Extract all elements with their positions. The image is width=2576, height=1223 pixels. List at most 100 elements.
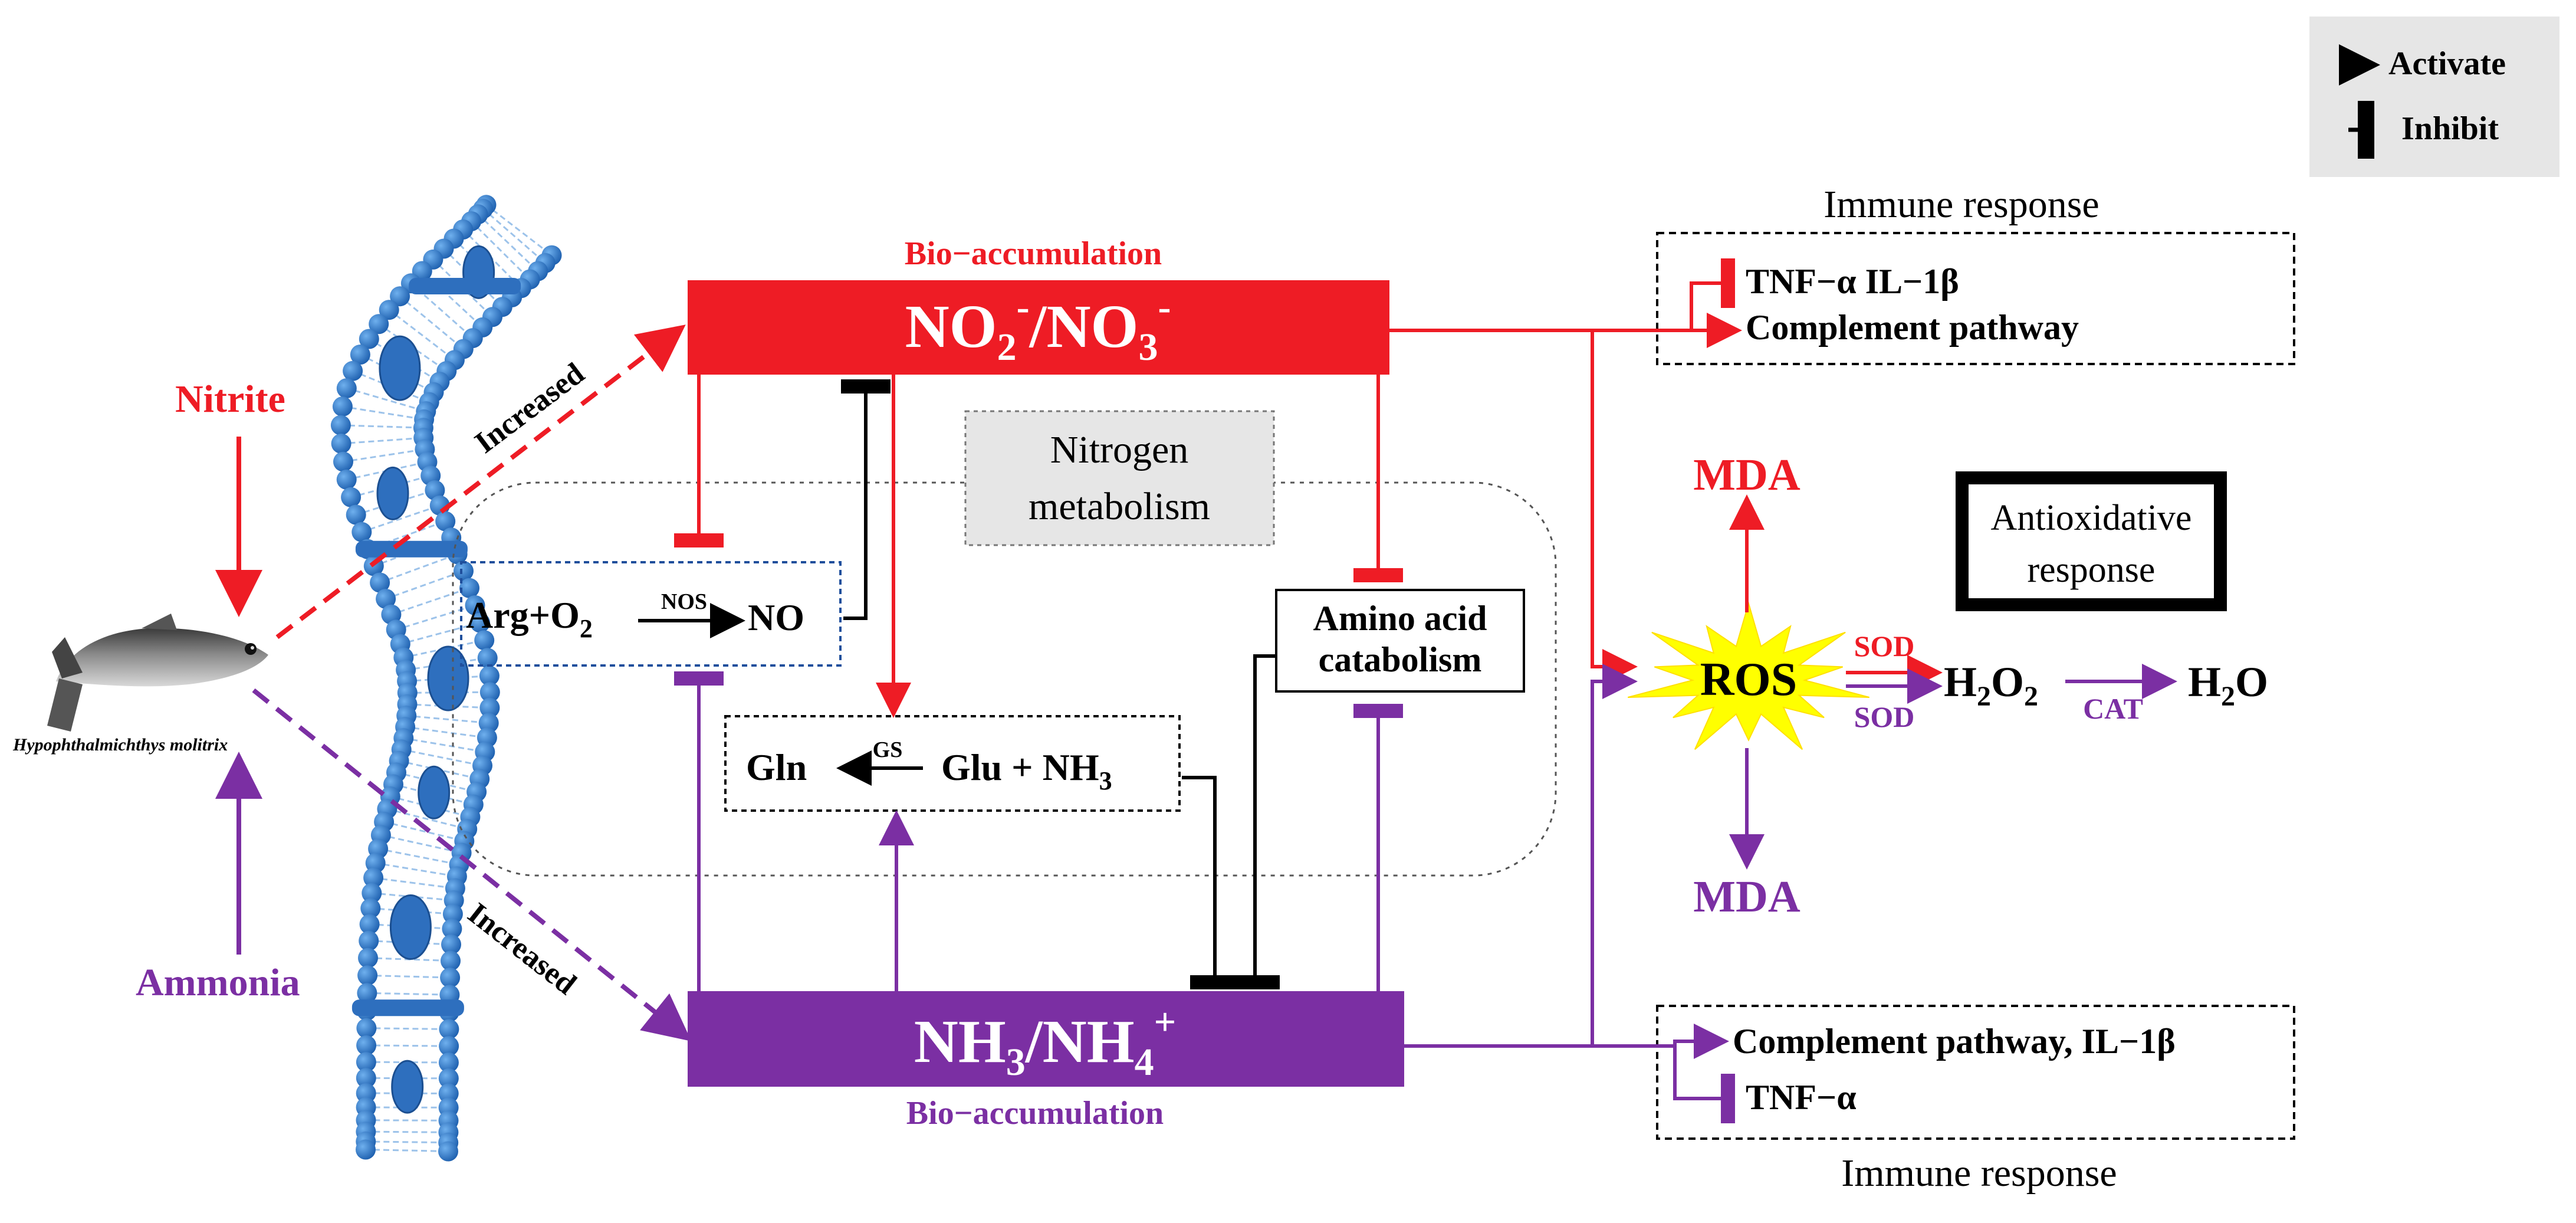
gln-label: Gln: [746, 746, 807, 788]
lipid-head: [360, 898, 381, 919]
antioxidative-response-box: [1956, 471, 2227, 611]
lipid-tail: [408, 624, 472, 643]
antioxidative-line1: Antioxidative: [1991, 498, 2192, 538]
ammonia-label: Ammonia: [136, 961, 300, 1004]
lipid-head: [336, 378, 357, 399]
mda-top-label: MDA: [1693, 450, 1800, 500]
lipid-tail: [381, 878, 448, 888]
lipid-tail: [415, 715, 481, 723]
lipid-head: [365, 853, 386, 873]
lipid-head: [357, 965, 378, 986]
lipid-head: [425, 480, 445, 500]
lipid-head: [477, 648, 498, 668]
nitrogen-metabolism-title-box: [964, 410, 1275, 546]
lipid-tail: [403, 606, 468, 628]
membrane-protein: [418, 765, 451, 819]
lipid-head: [439, 1036, 459, 1057]
lipid-head: [479, 682, 500, 703]
amino-acid-catabolism-box: [1275, 589, 1525, 693]
lipid-head: [341, 487, 362, 507]
nh3-nh4-label: NH3/NH4+: [914, 1001, 1177, 1084]
lipid-head: [359, 329, 379, 349]
arg-no-box: [460, 561, 842, 667]
lipid-tail: [386, 849, 451, 864]
lipid-head: [359, 914, 380, 935]
mda-bottom-label: MDA: [1693, 872, 1800, 922]
lipid-head: [442, 919, 462, 939]
lipid-head: [479, 697, 500, 718]
lipid-tail: [351, 450, 417, 461]
lipid-head: [441, 934, 461, 955]
membrane-channel: [409, 278, 521, 294]
ros-starburst-icon: [1628, 601, 1869, 750]
lipid-tail: [389, 836, 454, 852]
nh3-bioaccumulation-label: Bio−accumulation: [906, 1095, 1164, 1132]
lipid-bilayer-membrane-icon: [330, 195, 562, 1162]
legend-activate-label: Activate: [2388, 45, 2506, 82]
lipid-tail: [374, 1119, 441, 1122]
lipid-tail: [416, 288, 468, 333]
immune-bottom-line1: Complement pathway, IL−1β: [1733, 1022, 2176, 1061]
no2-no3-label: NO2-/NO3-: [905, 286, 1171, 369]
lipid-tail: [399, 589, 462, 613]
lipid-tail: [395, 810, 460, 828]
lipid-head: [332, 396, 353, 417]
lipid-head: [350, 345, 370, 365]
increased-nitrite-arrow: [275, 324, 686, 640]
lipid-tail: [375, 992, 442, 996]
lipid-head: [459, 578, 479, 598]
nh3-nh4-box: [688, 991, 1404, 1087]
nitrogen-metabolism-line1: Nitrogen: [1050, 428, 1189, 471]
lipid-head: [438, 1083, 459, 1104]
lipid-tail: [349, 437, 416, 444]
lipid-head: [333, 451, 353, 472]
lipid-head: [441, 950, 461, 971]
amino-acid-line2: catabolism: [1319, 640, 1482, 679]
nitrite-label: Nitrite: [175, 378, 285, 421]
lipid-head: [336, 469, 357, 490]
membrane-protein: [391, 1060, 424, 1114]
lipid-head: [358, 947, 378, 968]
lipid-head: [356, 1018, 377, 1038]
membrane-protein: [427, 645, 469, 711]
lipid-head: [439, 1019, 459, 1040]
h2o-label: H2O: [2188, 658, 2268, 712]
lipid-tail: [354, 389, 419, 410]
legend-inhibit-label: Inhibit: [2401, 110, 2499, 147]
lipid-tail: [488, 213, 540, 258]
sod-purple-label: SOD: [1854, 700, 1915, 733]
lipid-tail: [483, 219, 533, 267]
immune-top-line1: TNF−α IL−1β: [1746, 262, 1959, 301]
lipid-head: [343, 360, 363, 381]
lipid-head: [479, 665, 500, 686]
lipid-tail: [376, 975, 442, 979]
glu-nh3-label: Glu + NH3: [941, 746, 1112, 795]
lipid-tail: [374, 1027, 441, 1030]
lipid-head: [435, 511, 456, 532]
nitrogen-metabolism-line2: metabolism: [1029, 485, 1210, 528]
lipid-tail: [374, 1044, 441, 1047]
sod-red-label: SOD: [1854, 629, 1915, 663]
lipid-head: [381, 604, 402, 625]
glu-inhibit-nh3: [1182, 776, 1240, 989]
membrane-protein: [379, 335, 421, 401]
immune-bottom-title: Immune response: [1841, 1152, 2117, 1195]
lipid-tail: [387, 556, 450, 581]
lipid-head: [470, 612, 490, 633]
lipid-head: [454, 560, 474, 581]
amino-acid-line1: Amino acid: [1313, 599, 1487, 638]
lipid-head: [330, 415, 351, 435]
lipid-head: [356, 1083, 376, 1103]
nh3-to-immune-bottom: [1404, 1024, 1729, 1059]
arg-o2-label: Arg+O2: [466, 594, 593, 643]
immune-top-line2: Complement pathway: [1746, 308, 2079, 347]
no-product-label: NO: [748, 596, 804, 638]
legend: Activate Inhibit: [2309, 17, 2559, 177]
lipid-head: [359, 930, 379, 951]
silver-carp-fish-icon: [47, 614, 268, 732]
lipid-tail: [392, 822, 456, 840]
lipid-head: [369, 314, 389, 335]
antioxidative-line2: response: [2028, 550, 2156, 590]
lipid-head: [379, 300, 399, 320]
